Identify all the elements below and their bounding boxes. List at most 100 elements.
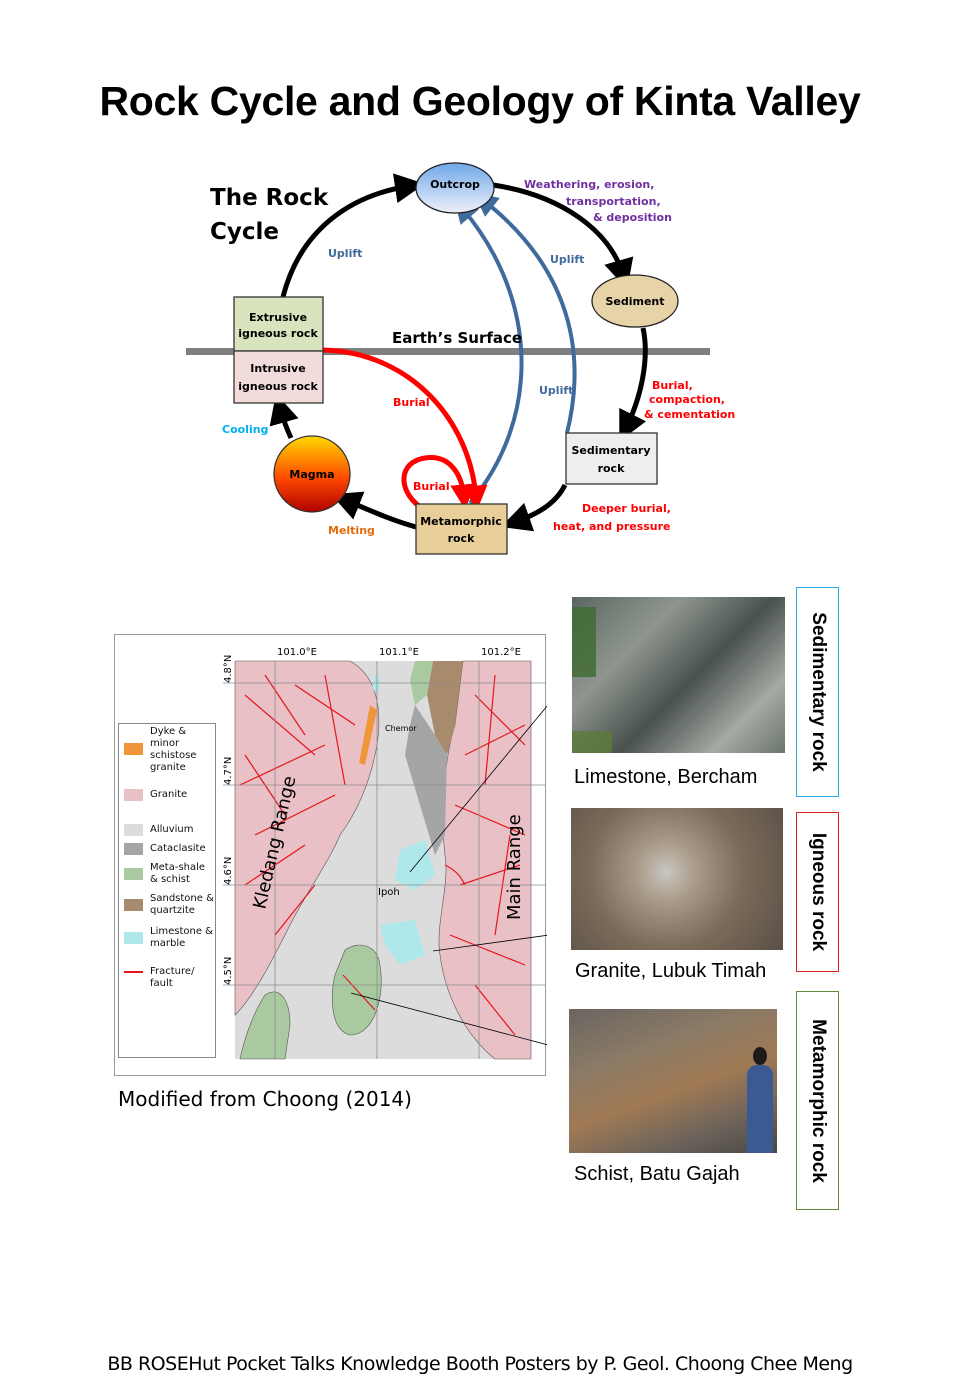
sedimentary-rock-box [565,432,658,485]
chemor-label: Chemor [385,724,417,733]
rock-cycle-heading-line2: Cycle [210,219,279,245]
caption-limestone: Limestone, Bercham [574,766,758,788]
legend-item-metashale: Meta-shale & schist [119,862,217,888]
legend-item-limestone: Limestone & marble [119,926,217,952]
intrusive-igneous-box [233,350,324,404]
rock-type-label-igneous: Igneous rock [807,832,829,952]
photo-schist-batu-gajah [569,1009,777,1153]
rock-type-label-sedimentary: Sedimentary rock [807,612,829,772]
map-photo-leaders [350,705,547,1046]
geology-map: 101.0°E 101.1°E 101.2°E 4.8°N 4.7°N 4.6°… [223,647,547,1060]
earth-surface-label: Earth’s Surface [392,329,522,347]
weathering-label-line2: transportation, [566,195,661,208]
magma-node [273,435,351,513]
arrow-sediment-to-sedimentary [619,327,648,442]
photo-limestone-bercham [572,597,785,753]
metamorphic-label-line1: Metamorphic [420,515,502,528]
map-limestone-ipoh [395,840,435,890]
outcrop-label: Outcrop [430,178,480,191]
lon-tick-101-0: 101.0°E [277,647,317,658]
earth-surface-line [186,348,710,355]
map-legend: Dyke & minor schistose granite Granite A… [118,723,216,1058]
deeper-burial-line1: Deeper burial, [582,502,671,515]
sedimentary-label-line1: Sedimentary [571,444,650,457]
legend-label-metashale: Meta-shale & schist [150,862,206,885]
legend-label-fault: Fracture/ fault [150,966,195,989]
lon-tick-101-1: 101.1°E [379,647,419,658]
rock-type-box-sedimentary: Sedimentary rock [796,587,839,797]
map-limestone-chemor [372,675,381,695]
weathering-label-line1: Weathering, erosion, [524,178,654,191]
arrow-uplift-metamorphic [454,198,524,505]
map-cataclasite [405,705,447,855]
weathering-label-line3: & deposition [593,211,672,224]
legend-label-limestone: Limestone & marble [150,926,213,949]
arrow-burial-loop [401,455,476,510]
deeper-burial-line2: heat, and pressure [553,520,671,533]
arrow-sedimentary-to-metamorphic [500,483,568,532]
legend-item-sandstone: Sandstone & quartzite [119,893,217,919]
poster-title: Rock Cycle and Geology of Kinta Valley [99,78,861,124]
magma-label: Magma [289,468,334,481]
legend-swatch-cataclasite [124,843,143,855]
lat-tick-4-7: 4.7°N [223,757,234,785]
legend-swatch-granite [124,789,143,801]
rock-cycle-heading-line1: The Rock [210,185,329,211]
geology-map-frame: 101.0°E 101.1°E 101.2°E 4.8°N 4.7°N 4.6°… [114,634,547,1076]
burial-label-main: Burial [393,396,430,409]
sediment-label: Sediment [605,295,664,308]
legend-item-dyke: Dyke & minor schistose granite [119,726,217,776]
legend-label-dyke: Dyke & minor schistose granite [150,726,197,773]
lat-tick-4-6: 4.6°N [223,857,234,885]
rock-cycle-diagram: Outcrop Sediment Extrusive igneous rock … [186,162,735,555]
footer-credit: BB ROSEHut Pocket Talks Knowledge Booth … [107,1353,853,1375]
arrow-outcrop-to-sediment [492,182,634,290]
melting-label: Melting [328,524,375,537]
legend-item-fault: Fracture/ fault [119,966,217,992]
arrow-magma-to-intrusive [269,393,299,440]
arrow-uplift-sedimentary [473,192,577,434]
legend-swatch-limestone [124,932,143,944]
legend-swatch-metashale [124,868,143,880]
arrow-burial-igneous [322,347,488,511]
sediment-node [591,274,679,328]
map-kledang-granite [234,660,380,1016]
burial-compaction-line1: Burial, [652,379,693,392]
map-metashale-southwest [239,991,291,1060]
legend-swatch-dyke [124,743,143,755]
sedimentary-label-line2: rock [598,462,626,475]
lon-tick-101-2: 101.2°E [481,647,521,658]
uplift-label-mid: Uplift [539,384,573,397]
intrusive-label-line2: igneous rock [238,380,318,393]
outcrop-node [415,162,495,214]
caption-schist: Schist, Batu Gajah [574,1163,740,1185]
arrow-extrusive-to-outcrop [280,173,425,298]
rock-type-label-metamorphic: Metamorphic rock [807,1018,829,1183]
lat-tick-4-5: 4.5°N [223,957,234,985]
uplift-label-left: Uplift [328,247,362,260]
map-graticule [223,661,545,1059]
photo-granite-lubuk-timah [571,808,783,950]
burial-compaction-line3: & cementation [644,408,735,421]
metamorphic-rock-box [415,503,508,555]
rock-type-box-igneous: Igneous rock [796,812,839,972]
rock-type-box-metamorphic: Metamorphic rock [796,991,839,1210]
legend-label-granite: Granite [150,789,188,800]
extrusive-igneous-box [233,296,324,352]
lat-tick-4-8: 4.8°N [223,655,234,683]
burial-label-loop: Burial [413,480,450,493]
extrusive-label-line1: Extrusive [249,311,307,324]
main-range-label: Main Range [504,814,525,920]
uplift-label-right: Uplift [550,253,584,266]
legend-swatch-alluvium [124,824,143,836]
cooling-label: Cooling [222,423,268,436]
legend-label-sandstone: Sandstone & quartzite [150,893,214,916]
intrusive-label-line1: Intrusive [250,362,305,375]
legend-label-alluvium: Alluvium [150,824,194,835]
burial-compaction-line2: compaction, [649,393,725,406]
legend-swatch-sandstone [124,899,143,911]
map-sandstone [427,661,463,755]
metamorphic-label-line2: rock [448,532,476,545]
caption-granite: Granite, Lubuk Timah [575,960,767,982]
map-limestone-south [380,920,425,965]
